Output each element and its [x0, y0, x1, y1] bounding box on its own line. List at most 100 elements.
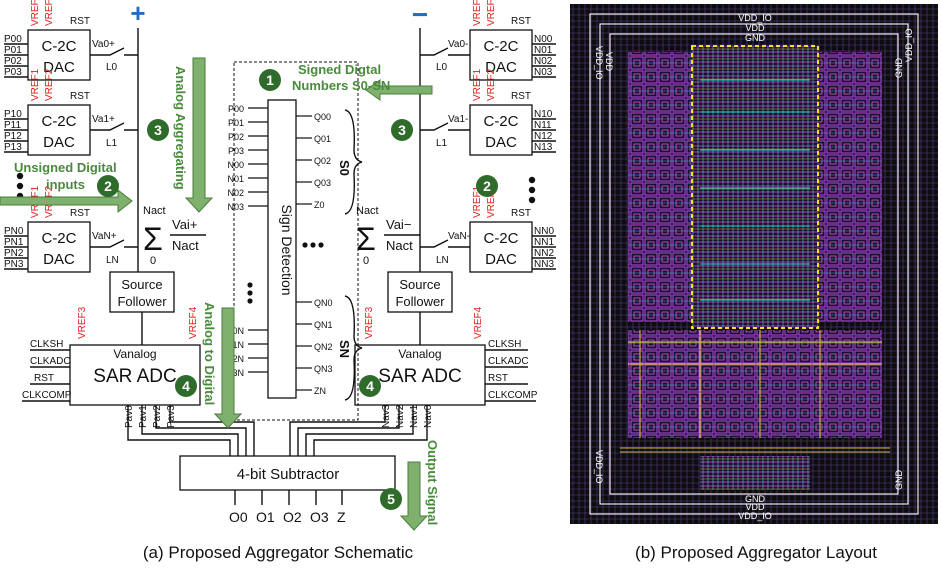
vref3-label: VREF3: [77, 306, 88, 339]
left-dac-0: C-2C DAC VREF1 VREF2 RST P00 P01 P02 P03…: [4, 0, 138, 81]
annotation-3-text: Analog Aggregating: [173, 66, 188, 190]
gnd-right: GND: [894, 58, 904, 79]
sd-s0-output: Q02: [314, 156, 331, 166]
vdd-top: VDD: [745, 23, 765, 33]
dac-input-1: N11: [534, 120, 552, 131]
vdd-io-left-bottom: VDD_IO: [594, 450, 604, 484]
annotation-5-text: Output Signal: [425, 440, 440, 525]
source-follower-right: Source Follower: [387, 271, 453, 345]
clk-comp-label: CLKCOMP: [488, 390, 538, 401]
gnd-bottom: GND: [745, 494, 766, 504]
vdd-io-right: VDD_IO: [904, 28, 914, 62]
badge-4-right: 4: [366, 378, 374, 394]
sd-bottom-input: N0N: [226, 326, 244, 336]
dac-input-2: NN2: [534, 248, 554, 259]
clk-sh-label: CLKSH: [488, 339, 521, 350]
dac-input-2: P02: [4, 56, 22, 67]
schematic-caption: (a) Proposed Aggregator Schematic: [143, 543, 414, 562]
pav-3: Pav3: [166, 405, 177, 428]
pav-wires: Pav0 Pav1 Pav2 Pav3: [124, 405, 255, 456]
sign-detection: Sign Detection P00P01P02P03N00N01N02N03 …: [226, 99, 363, 401]
dac-label-2: DAC: [43, 59, 75, 76]
sd-top-input: P00: [228, 104, 244, 114]
layout-dac-array-right: [818, 52, 882, 322]
pav-2: Pav2: [152, 405, 163, 428]
dac-input-2: N12: [534, 131, 553, 142]
rst-label: RST: [70, 91, 90, 102]
gnd-top: GND: [745, 33, 766, 43]
dac-input-2: N02: [534, 56, 553, 67]
output-o1: O1: [256, 509, 275, 525]
badge-2-left: 2: [104, 178, 112, 194]
vanalog-label: Vanalog: [113, 347, 156, 361]
dac-label-2: DAC: [485, 134, 517, 151]
va-label: Va1-: [448, 114, 468, 125]
vref4-label: VREF4: [188, 306, 199, 339]
nav-wires: Nav3 Nav2 Nav1 Nav0: [289, 404, 434, 456]
switch-label: L1: [106, 138, 118, 149]
va-label: Va0-: [448, 39, 468, 50]
sd-top-input: N03: [227, 202, 244, 212]
right-dac-0: C-2C DAC VREF1 VREF2 RST N00 N01 N02 N03…: [420, 0, 556, 81]
dac-label-1: C-2C: [41, 113, 76, 130]
switch-label: L0: [106, 62, 118, 73]
vref2-label: VREF2: [44, 68, 55, 101]
layout-dac-array-left: [628, 52, 692, 322]
dac-label-1: C-2C: [41, 38, 76, 55]
vref1-label: VREF1: [472, 185, 483, 218]
switch-label: L0: [436, 62, 448, 73]
clk-comp-label: CLKCOMP: [22, 390, 72, 401]
sigma-icon: Σ: [356, 221, 376, 257]
sd-top-input: N01: [227, 174, 244, 184]
sar-adc-left: Vanalog SAR ADC VREF3 VREF4 CLKSH CLKADC…: [22, 306, 201, 406]
sd-s0-output: Q00: [314, 112, 331, 122]
clk-adc-label: CLKADC: [488, 356, 529, 367]
layout-subtractor-region: [700, 456, 810, 490]
va-label: VaN-: [448, 231, 470, 242]
vref2-label: VREF2: [486, 185, 497, 218]
pav-1: Pav1: [138, 405, 149, 428]
sum-lower: 0: [363, 255, 369, 267]
output-z: Z: [337, 509, 346, 525]
annotation-1-line2: Numbers S0-SN: [292, 78, 390, 93]
vref2-label: VREF2: [486, 0, 497, 26]
dac-input-3: P13: [4, 142, 22, 153]
dac-input-2: P12: [4, 131, 22, 142]
sum-den: Nact: [172, 238, 199, 253]
dac-input-1: P01: [4, 45, 22, 56]
badge-4-left: 4: [182, 378, 190, 394]
dac-input-3: NN3: [534, 259, 554, 270]
sf-line1: Source: [399, 277, 440, 292]
subtractor: 4-bit Subtractor O0 O1 O2 O3 Z: [179, 455, 396, 525]
clk-sh-label: CLKSH: [30, 339, 63, 350]
vdd-io-top: VDD_IO: [738, 13, 772, 23]
rst-label: RST: [70, 16, 90, 27]
dac-input-3: P03: [4, 67, 22, 78]
sum-lower: 0: [150, 255, 156, 267]
ellipsis-dots: [16, 172, 536, 304]
vdd-left: VDD: [604, 52, 614, 72]
sd-sn-output: QN0: [314, 298, 333, 308]
clk-adc-label: CLKADC: [30, 356, 71, 367]
dac-label-1: C-2C: [483, 38, 518, 55]
dac-input-3: PN3: [4, 259, 24, 270]
sum-upper: Nact: [356, 205, 379, 217]
rst-label: RST: [488, 373, 508, 384]
nav-1: Nav1: [409, 404, 420, 428]
right-dac-n: C-2C DAC VREF1 VREF2 RST NN0 NN1 NN2 NN3…: [420, 185, 556, 273]
sum-num: Vai−: [386, 217, 411, 232]
sd-sn-output: QN2: [314, 342, 333, 352]
rst-label: RST: [34, 373, 54, 384]
sar-adc-right: Vanalog SAR ADC VREF3 VREF4 CLKSH CLKADC…: [354, 306, 538, 406]
badge-3-right: 3: [398, 122, 406, 138]
annotation-2-line2: inputs: [46, 177, 85, 192]
vref2-label: VREF2: [44, 0, 55, 26]
subtractor-label: 4-bit Subtractor: [237, 466, 340, 483]
s0-label: S0: [337, 160, 352, 176]
dac-input-1: NN1: [534, 237, 554, 248]
switch-label: LN: [436, 255, 449, 266]
output-o2: O2: [283, 509, 302, 525]
dac-label-2: DAC: [485, 59, 517, 76]
gnd-right-bottom: GND: [894, 470, 904, 491]
